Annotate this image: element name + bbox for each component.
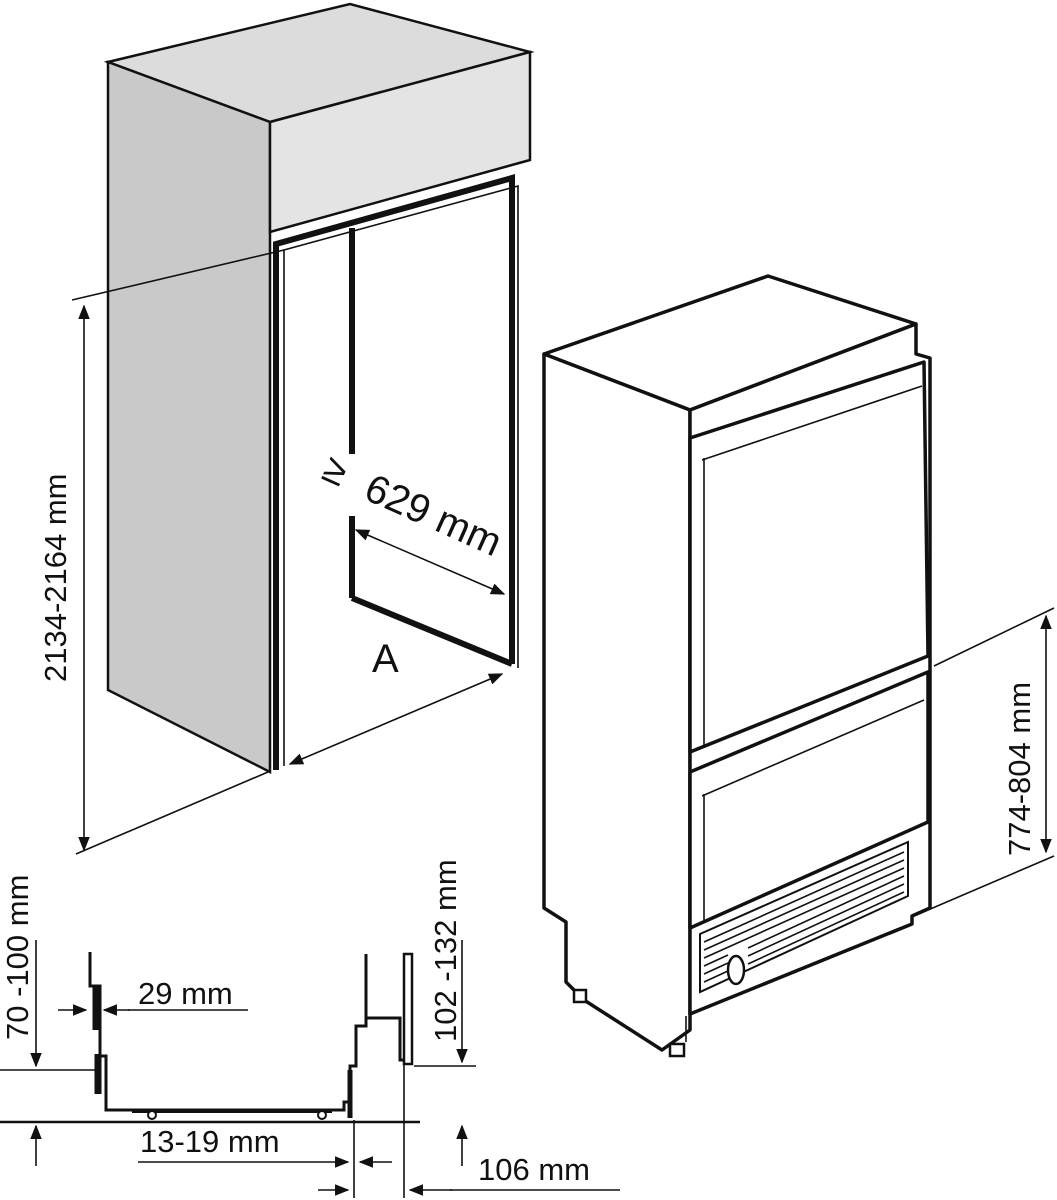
cabinet-top-box [268, 50, 532, 234]
lower-height-dimension: 774-804 mm [913, 607, 1055, 917]
appliance-side [542, 352, 692, 1052]
depth-dimension: ≥ 629 mm [316, 446, 508, 595]
width-a-label: A [372, 637, 399, 681]
door-offset-label: 29 mm [138, 976, 233, 1011]
lower-door [688, 670, 930, 930]
total-height-label: 2134-2164 mm [38, 473, 73, 682]
niche-opening [273, 174, 515, 770]
min-depth-label: 629 mm [358, 466, 508, 565]
upper-door [688, 360, 930, 754]
depth-front-label: 106 mm [478, 1152, 590, 1187]
cabinet-niche [71, 2, 535, 855]
lower-height-label: 774-804 mm [1002, 682, 1037, 856]
door-offset-dimension: 29 mm [58, 976, 248, 1016]
vent-height-label: 102 -132 mm [428, 859, 463, 1042]
plinth-height-dimension: 70 -100 mm [0, 875, 96, 1166]
gap-dimension: 13-19 mm [138, 1120, 392, 1198]
vent-grille [699, 840, 909, 994]
gap-label: 13-19 mm [140, 1124, 280, 1159]
cabinet-side-panel [106, 60, 272, 775]
appliance [542, 274, 932, 1058]
min-depth-sign: ≥ [316, 446, 354, 495]
vent-height-dimension: 102 -132 mm [414, 859, 476, 1166]
foot [572, 988, 588, 1004]
cross-section [0, 952, 420, 1124]
total-height-dimension: 2134-2164 mm [38, 304, 90, 852]
plinth-height-label: 70 -100 mm [0, 875, 35, 1040]
width-dimension: A [288, 637, 504, 765]
depth-front-dimension: 106 mm [318, 1064, 620, 1198]
